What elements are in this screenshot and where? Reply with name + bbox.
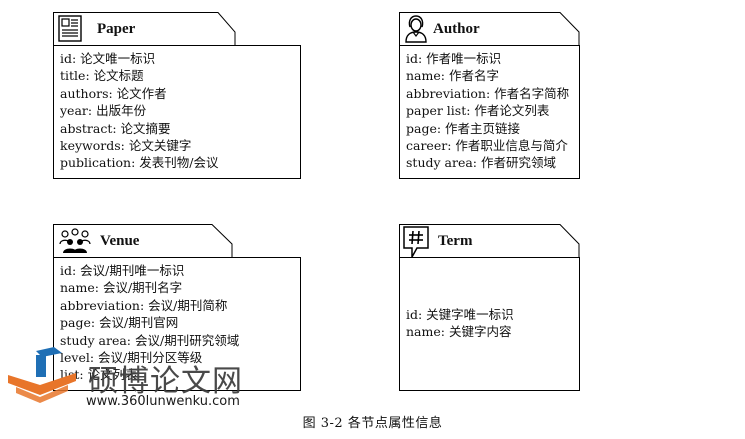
attribute-row: id: 论文唯一标识	[60, 51, 156, 66]
group-icon	[59, 228, 91, 258]
attribute-row: id: 作者唯一标识	[406, 51, 502, 66]
term-attributes: id: 关键字唯一标识 name: 关键字内容	[406, 306, 514, 341]
author-node-frame	[399, 12, 580, 179]
attribute-row: career: 作者职业信息与简介	[406, 137, 568, 153]
attribute-row: id: 会议/期刊唯一标识	[60, 263, 185, 278]
attribute-row: page: 会议/期刊官网	[60, 315, 179, 331]
attribute-row: year: 出版年份	[60, 103, 147, 119]
venue-title: Venue	[100, 233, 140, 249]
author-title: Author	[433, 21, 480, 37]
attribute-row: list: 论文列表	[60, 367, 138, 383]
paper-attributes: id: 论文唯一标识 title: 论文标题 authors: 论文作者 yea…	[60, 50, 219, 172]
watermark-logo-icon	[8, 347, 76, 403]
attribute-row: name: 关键字内容	[406, 324, 512, 340]
newspaper-icon	[58, 15, 82, 46]
author-attributes: id: 作者唯一标识 name: 作者名字 abbreviation: 作者名字…	[406, 50, 569, 172]
attribute-row: name: 作者名字	[406, 68, 499, 84]
attribute-row: paper list: 作者论文列表	[406, 103, 550, 119]
paper-node: Paper id: 论文唯一标识 title: 论文标题 authors: 论文…	[53, 12, 302, 179]
term-node-frame	[399, 224, 580, 391]
attribute-row: level: 会议/期刊分区等级	[60, 349, 203, 365]
attribute-row: publication: 发表刊物/会议	[60, 155, 219, 171]
attribute-row: abbreviation: 作者名字简称	[406, 85, 570, 101]
attribute-row: authors: 论文作者	[60, 85, 167, 101]
attribute-row: page: 作者主页链接	[406, 120, 521, 136]
person-icon	[404, 15, 428, 47]
attribute-row: title: 论文标题	[60, 68, 144, 84]
venue-node-frame	[53, 224, 301, 391]
term-node: Term id: 关键字唯一标识 name: 关键字内容	[399, 224, 581, 391]
hashtag-bubble-icon	[403, 226, 429, 262]
author-node: Author id: 作者唯一标识 name: 作者名字 abbreviatio…	[399, 12, 581, 179]
attribute-row: id: 关键字唯一标识	[406, 307, 514, 322]
attribute-row: name: 会议/期刊名字	[60, 280, 183, 296]
watermark-url: www.360lunwenku.com	[86, 394, 240, 409]
attribute-row: abstract: 论文摘要	[60, 120, 171, 136]
paper-title: Paper	[97, 21, 136, 37]
figure-caption: 图 3-2 各节点属性信息	[302, 416, 443, 431]
attribute-row: study area: 作者研究领域	[406, 155, 556, 171]
paper-node-frame	[53, 12, 301, 179]
attribute-row: abbreviation: 会议/期刊简称	[60, 297, 228, 313]
watermark-text: 硕博论文网	[88, 364, 243, 399]
term-title: Term	[438, 233, 473, 249]
attribute-row: study area: 会议/期刊研究领域	[60, 332, 240, 348]
venue-node: Venue id: 会议/期刊唯一标识 name: 会议/期刊名字 abbrev…	[53, 224, 302, 391]
venue-attributes: id: 会议/期刊唯一标识 name: 会议/期刊名字 abbreviation…	[60, 262, 239, 384]
attribute-row: keywords: 论文关键字	[60, 137, 192, 153]
